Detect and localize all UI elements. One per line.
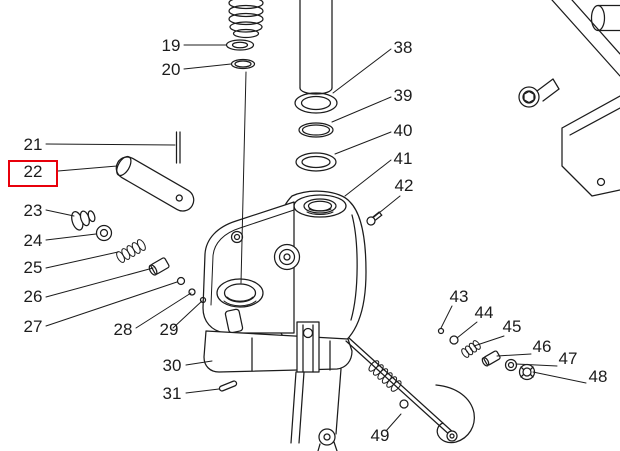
leader-26 xyxy=(45,267,154,298)
leader-20 xyxy=(183,63,232,70)
ball-part-28 xyxy=(188,288,196,296)
callout-23-label: 23 xyxy=(24,201,43,220)
callout-48-label: 48 xyxy=(589,367,608,386)
leader-39 xyxy=(331,96,392,123)
leader-46 xyxy=(496,353,532,357)
ring-part-38 xyxy=(294,92,338,114)
o-ring-part-39 xyxy=(298,122,334,138)
ball-part-27 xyxy=(176,276,186,286)
callout-28-label: 28 xyxy=(114,320,133,339)
plug-part-26 xyxy=(148,257,170,276)
leader-47 xyxy=(515,363,558,367)
quill-cylinder xyxy=(299,0,333,95)
leader-45 xyxy=(473,335,505,347)
callout-27-label: 27 xyxy=(24,317,43,336)
leader-24 xyxy=(45,233,97,241)
leader-38 xyxy=(332,48,392,94)
callout-44-label: 44 xyxy=(475,303,494,322)
leader-44 xyxy=(456,321,478,339)
feed-rod xyxy=(345,337,456,438)
callout-45-label: 45 xyxy=(503,317,522,336)
callout-30-label: 30 xyxy=(163,356,182,375)
leader-49 xyxy=(385,413,402,432)
leader-28 xyxy=(135,292,192,329)
ball-part-43 xyxy=(437,327,445,335)
callout-41-label: 41 xyxy=(394,149,413,168)
callout-31-label: 31 xyxy=(163,384,182,403)
set-screw-42 xyxy=(366,211,383,226)
callout-24-label: 24 xyxy=(24,231,43,250)
callout-labels: 19 20 21 22 23 24 25 26 27 28 29 30 31 3… xyxy=(24,36,608,445)
leader-41 xyxy=(344,159,392,197)
leader-27 xyxy=(45,281,178,327)
handle-rod xyxy=(590,4,620,32)
knob-part-48 xyxy=(518,363,536,381)
callout-22-label: 22 xyxy=(24,162,43,181)
column-bracket xyxy=(551,0,620,197)
clamp-bracket xyxy=(296,321,320,373)
leader-22 xyxy=(57,165,118,172)
ring-part-40 xyxy=(295,152,337,172)
pin-part-22 xyxy=(115,155,195,212)
spring-stack xyxy=(228,0,264,39)
leader-30 xyxy=(185,360,213,366)
callout-42-label: 42 xyxy=(395,176,414,195)
socket-head-screw xyxy=(518,78,560,108)
pin-part-31 xyxy=(218,380,238,392)
washer-part-19 xyxy=(225,39,255,51)
washer-part-24 xyxy=(95,224,113,242)
callout-47-label: 47 xyxy=(559,349,578,368)
clevis-arm xyxy=(435,384,475,444)
leader-23 xyxy=(45,209,75,217)
callout-38-label: 38 xyxy=(394,38,413,57)
pin-part-21 xyxy=(175,131,181,164)
knob-part-23 xyxy=(71,210,96,231)
callout-46-label: 46 xyxy=(533,337,552,356)
leader-25 xyxy=(45,251,119,269)
callout-20-label: 20 xyxy=(162,60,181,79)
leader-48 xyxy=(532,371,587,384)
highlight-box-22 xyxy=(8,160,58,187)
ball-part-44 xyxy=(449,335,459,345)
pin-part-46 xyxy=(481,350,501,367)
yoke-plate xyxy=(202,201,301,334)
rod-spring xyxy=(368,360,402,392)
leader-21 xyxy=(45,143,176,146)
pin-part-29 xyxy=(199,296,207,304)
callout-43-label: 43 xyxy=(450,287,469,306)
leader-29 xyxy=(172,300,203,329)
callout-25-label: 25 xyxy=(24,258,43,277)
leader-31 xyxy=(185,388,220,394)
callout-26-label: 26 xyxy=(24,287,43,306)
rod-ball xyxy=(399,399,409,409)
callout-29-label: 29 xyxy=(160,320,179,339)
center-rod xyxy=(240,71,247,284)
callout-19-label: 19 xyxy=(162,36,181,55)
washer-part-47 xyxy=(504,358,518,372)
callout-49-label: 49 xyxy=(371,426,390,445)
callout-39-label: 39 xyxy=(394,86,413,105)
lower-link xyxy=(290,368,342,451)
callout-40-label: 40 xyxy=(394,121,413,140)
leader-43 xyxy=(440,305,453,329)
leader-lines xyxy=(45,44,587,432)
leader-40 xyxy=(334,131,392,155)
o-ring-part-20 xyxy=(230,58,256,70)
leader-42 xyxy=(373,195,401,218)
spring-part-25 xyxy=(116,239,146,263)
spring-part-45 xyxy=(461,340,481,358)
callout-21-label: 21 xyxy=(24,135,43,154)
